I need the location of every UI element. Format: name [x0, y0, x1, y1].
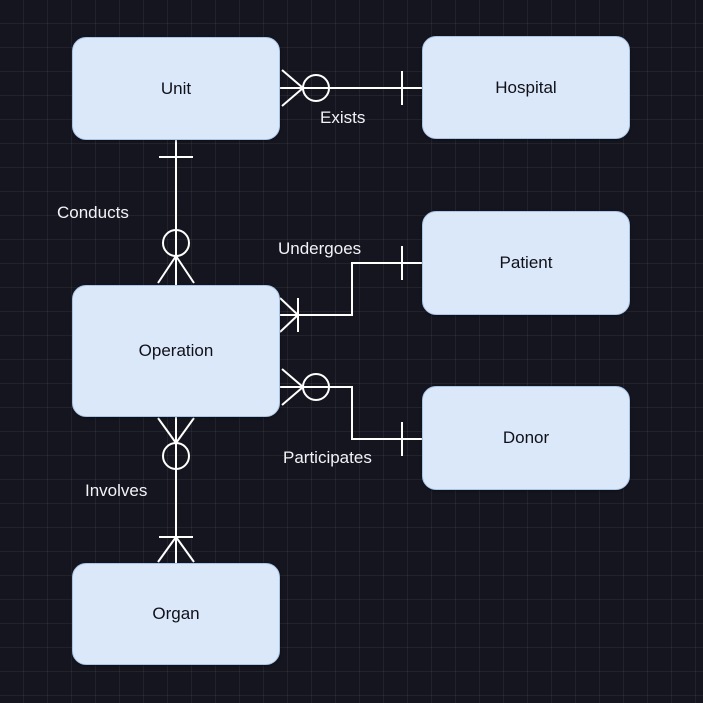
edge-participates[interactable]: [280, 368, 422, 456]
entity-unit[interactable]: Unit: [72, 37, 280, 140]
relationship-label-conducts: Conducts: [57, 203, 129, 222]
relationship-label-exists: Exists: [320, 108, 366, 127]
entity-organ[interactable]: Organ: [72, 563, 280, 665]
entity-label: Hospital: [495, 77, 557, 97]
entity-label: Unit: [160, 78, 192, 98]
edge-conducts[interactable]: [157, 140, 195, 285]
edge-undergoes[interactable]: [279, 246, 422, 333]
entity-hospital[interactable]: Hospital: [422, 36, 630, 139]
edge-involves[interactable]: [157, 417, 195, 563]
entity-label: Donor: [502, 428, 550, 447]
relationship-label-undergoes: Undergoes: [278, 239, 362, 258]
entity-label: Patient: [499, 253, 553, 272]
relationship-label-involves: Involves: [85, 481, 148, 500]
entity-patient[interactable]: Patient: [422, 211, 630, 315]
edge-exists[interactable]: [280, 69, 422, 107]
entity-donor[interactable]: Donor: [422, 386, 630, 490]
entity-operation[interactable]: Operation: [72, 285, 280, 417]
entity-label: Organ: [152, 604, 200, 623]
relationship-label-participates: Participates: [283, 448, 372, 467]
entity-label: Operation: [138, 341, 214, 360]
